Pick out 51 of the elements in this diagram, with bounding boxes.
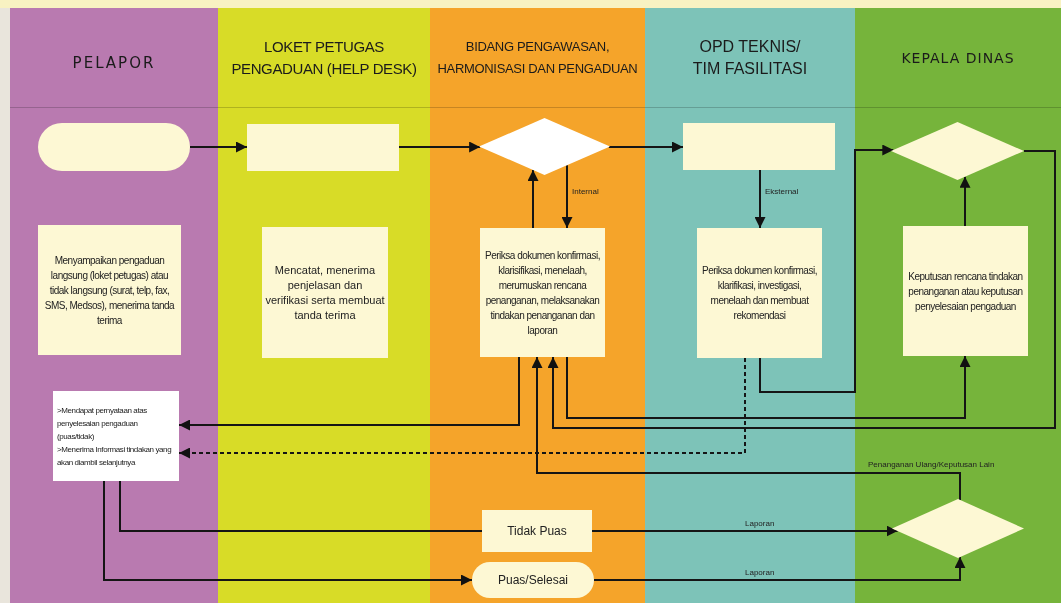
arrow bbox=[959, 175, 971, 227]
swimlane bbox=[855, 8, 1061, 603]
swimlane bbox=[10, 8, 218, 603]
arrow bbox=[759, 144, 895, 393]
swimlane bbox=[430, 8, 645, 603]
arrow bbox=[398, 141, 482, 153]
process-box bbox=[262, 227, 388, 358]
box-text: Menyampaikan pengaduan langsung (loket petugas) atau tidak langsung (surat, telp, fax, SMS, Medsos), menerima tanda terima bbox=[43, 253, 176, 328]
arrow bbox=[566, 355, 971, 419]
box-text: Periksa dokumen konfirmasi, klarifikasi, investigasi, menelaah dan membuat rekomendasi bbox=[701, 264, 818, 323]
box-text: Puas/Selesai bbox=[497, 572, 568, 589]
arrow bbox=[593, 556, 966, 581]
edge-label: Internal bbox=[572, 186, 599, 198]
terminator-shape bbox=[472, 562, 594, 598]
process-box bbox=[903, 226, 1028, 356]
swimlane bbox=[645, 8, 855, 603]
list-item: >Menerima Informasi tindakan yang akan diambil selanjutnya bbox=[57, 443, 173, 469]
arrow bbox=[189, 141, 248, 153]
list-item: >Mendapat pernyataan atas penyelesaian pengaduan (puas/tidak) bbox=[57, 404, 148, 443]
process-box bbox=[683, 123, 835, 170]
arrow bbox=[754, 169, 766, 229]
box-text: Periksa dokumen konfirmasi, klarisifikasi, menelaah, merumuskan rencana penanganan, melaksanakan tindakan penanganan dan laporan bbox=[484, 248, 601, 338]
lane-heading: LOKET PETUGAS PENGADUAN (HELP DESK) bbox=[230, 37, 418, 79]
box-text: Keputusan rencana tindakan penanganan atau keputusan penyelesaian pengaduan bbox=[907, 269, 1024, 314]
arrow bbox=[547, 150, 1056, 429]
edge-label: Laporan bbox=[745, 518, 775, 530]
box-text: Tidak Puas bbox=[507, 523, 567, 540]
arrow bbox=[561, 164, 573, 229]
arrow bbox=[178, 357, 746, 459]
arrow bbox=[607, 141, 684, 153]
lane-heading: BIDANG PENGAWASAN, HARMONISASI DAN PENGADUAN bbox=[436, 38, 639, 78]
process-box bbox=[53, 391, 179, 481]
edge-label: Eksternal bbox=[765, 186, 799, 198]
box-text: Mencatat, menerima penjelasan dan verifikasi serta membuat tanda terima bbox=[265, 262, 385, 323]
lane-heading: PELAPOR bbox=[71, 53, 157, 74]
lane-heading: KEPALA DINAS bbox=[900, 49, 1016, 68]
arrow bbox=[531, 356, 961, 501]
process-box bbox=[697, 228, 822, 358]
process-box bbox=[38, 225, 181, 355]
arrow bbox=[103, 480, 473, 586]
process-box bbox=[480, 228, 605, 357]
arrow bbox=[527, 169, 539, 229]
arrow bbox=[591, 525, 899, 537]
edge-label: Laporan bbox=[745, 567, 775, 579]
process-box bbox=[482, 510, 592, 552]
process-box bbox=[247, 124, 399, 171]
swimlane bbox=[218, 8, 430, 603]
arrow bbox=[178, 356, 520, 431]
terminator-shape bbox=[38, 123, 190, 171]
lane-heading: OPD TEKNIS/ TIM FASILITASI bbox=[691, 37, 809, 79]
edge-label: Penanganan Ulang/Keputusan Lain bbox=[868, 459, 995, 471]
